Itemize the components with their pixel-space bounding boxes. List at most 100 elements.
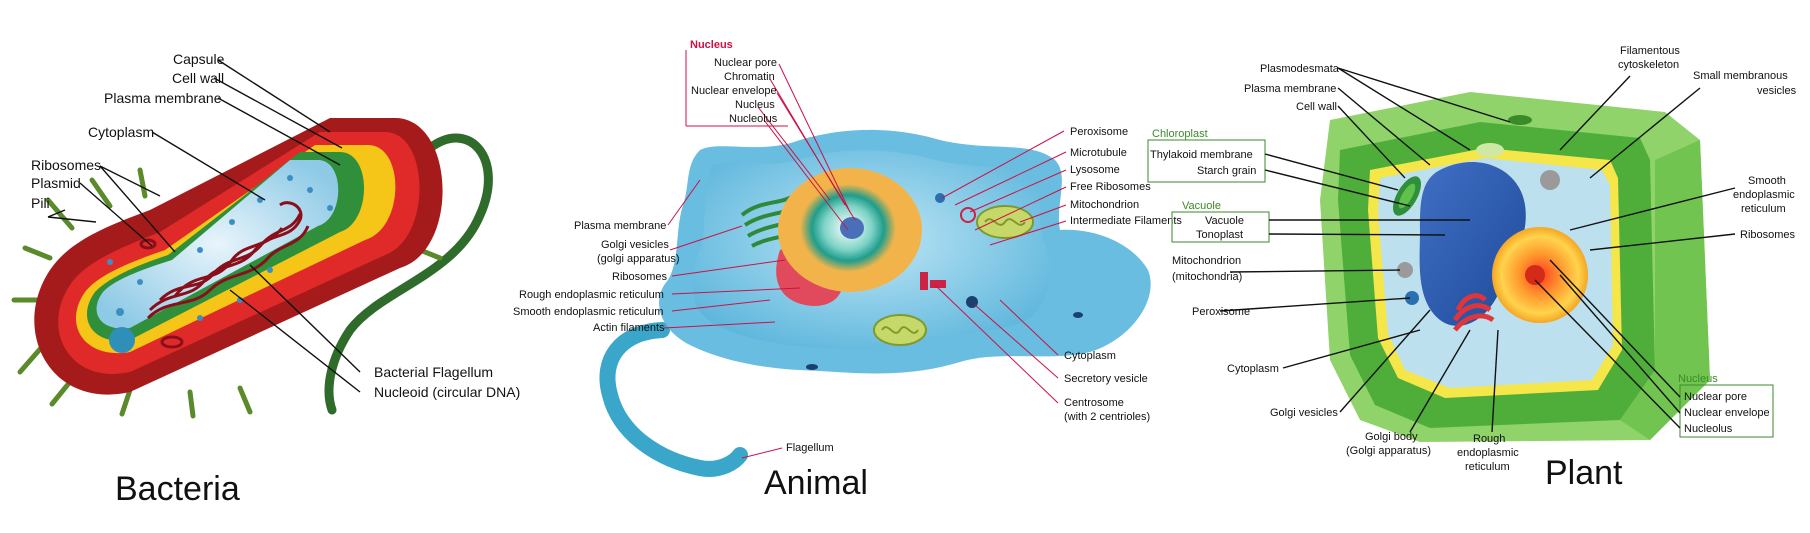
animal-leader-lines (663, 63, 1067, 459)
label-microtubule: Microtubule (1070, 147, 1127, 159)
plant-panel: Plasmodesmata Plasma membrane Cell wall … (1147, 45, 1797, 492)
label-plasmid: Plasmid (31, 175, 81, 191)
label-plant-peroxisome: Peroxisome (1192, 306, 1250, 318)
bacteria-panel: Capsule Cell wall Plasma membrane Cytopl… (11, 51, 520, 508)
label-actin-filaments: Actin filaments (593, 322, 665, 334)
label-nucleolus: Nucleolus (729, 113, 778, 125)
vesicle-shape (1073, 312, 1083, 318)
nucleolus-shape (840, 217, 864, 239)
label-starch-grain: Starch grain (1197, 165, 1256, 177)
label-pili: Pili (31, 195, 50, 211)
label-golgi-apparatus: (golgi apparatus) (597, 253, 680, 265)
heading-chloroplast: Chloroplast (1152, 128, 1208, 140)
label-plant-mitochondria: (mitochondria) (1172, 271, 1242, 283)
plant-side-wall (1620, 140, 1710, 440)
vesicle-shape-grey (1540, 170, 1560, 190)
title-bacteria: Bacteria (115, 470, 240, 508)
label-golgi-body: Golgi body (1365, 431, 1418, 443)
plasmodesmata-shape (1476, 143, 1504, 157)
label-plasmodesmata: Plasmodesmata (1260, 63, 1340, 75)
label-filamentous: Filamentous (1620, 45, 1680, 57)
label-plasma-membrane: Plasma membrane (104, 90, 222, 106)
label-mitochondrion: Mitochondrion (1070, 199, 1139, 211)
label-ribosomes: Ribosomes (31, 157, 101, 173)
label-plant-cell-wall: Cell wall (1296, 101, 1337, 113)
label-centrosome: Centrosome (1064, 397, 1124, 409)
label-animal-ribosomes: Ribosomes (612, 271, 668, 283)
plasmodesmata-shape-2 (1508, 115, 1532, 125)
nucleoid-dna-shape (146, 201, 310, 320)
label-small-membranous: Small membranous (1693, 70, 1788, 82)
animal-panel: Nucleus Nuclear pore Chromatin Nuclear e… (513, 39, 1182, 502)
label-rough-1: Rough (1473, 433, 1505, 445)
plant-brackets (1147, 139, 1774, 438)
label-plant-ribosomes: Ribosomes (1740, 229, 1796, 241)
plant-mitochondrion-shape (1397, 262, 1413, 278)
cytoplasm-shape (96, 160, 339, 329)
label-plant-golgi-apparatus: (Golgi apparatus) (1346, 445, 1431, 457)
plant-leader-lines (1219, 67, 1736, 433)
label-plant-plasma-membrane: Plasma membrane (1244, 83, 1336, 95)
label-tonoplast: Tonoplast (1196, 229, 1243, 241)
label-vesicles: vesicles (1757, 85, 1797, 97)
bacteria-leader-lines (47, 59, 361, 393)
label-cytoplasm: Cytoplasm (88, 124, 154, 140)
label-nuclear-pore: Nuclear pore (714, 57, 777, 69)
label-vacuole: Vacuole (1205, 215, 1244, 227)
peroxisome-shape (935, 193, 945, 203)
label-cytoskeleton: cytoskeleton (1618, 59, 1679, 71)
title-plant: Plant (1545, 454, 1623, 492)
plant-nucleolus-shape (1525, 265, 1545, 285)
label-nuclear-envelope: Nuclear envelope (691, 85, 777, 97)
storage-granule-shape (109, 327, 135, 353)
label-plant-golgi-vesicles: Golgi vesicles (1270, 407, 1338, 419)
heading-plant-nucleus: Nucleus (1678, 373, 1718, 385)
label-rough-2: endoplasmic (1457, 447, 1519, 459)
label-cell-wall: Cell wall (172, 70, 224, 86)
label-intermediate-filaments: Intermediate Filaments (1070, 215, 1182, 227)
label-animal-plasma-membrane: Plasma membrane (574, 220, 666, 232)
label-animal-cytoplasm: Cytoplasm (1064, 350, 1116, 362)
label-lysosome: Lysosome (1070, 164, 1120, 176)
label-chromatin: Chromatin (724, 71, 775, 83)
title-animal: Animal (764, 464, 868, 502)
bacterial-flagellum-shape (324, 133, 493, 415)
label-bacterial-flagellum: Bacterial Flagellum (374, 364, 493, 380)
label-rough-3: reticulum (1465, 461, 1510, 473)
label-capsule: Capsule (173, 51, 225, 67)
label-plant-nuclear-envelope: Nuclear envelope (1684, 407, 1770, 419)
label-plant-nucleolus: Nucleolus (1684, 423, 1733, 435)
label-smooth-1: Smooth (1748, 175, 1786, 187)
label-nucleus: Nucleus (735, 99, 775, 111)
lysosome-shape (960, 207, 976, 223)
label-secretory-vesicle: Secretory vesicle (1064, 373, 1148, 385)
label-plant-mitochondrion: Mitochondrion (1172, 255, 1241, 267)
plasmid-shape (160, 335, 184, 349)
vesicle-shape-2 (806, 364, 818, 370)
mitochondrion-shape-2 (873, 314, 927, 346)
chloroplast-shape (1393, 176, 1421, 216)
label-smooth-3: reticulum (1741, 203, 1786, 215)
label-smooth-er: Smooth endoplasmic reticulum (513, 306, 663, 318)
plant-golgi-shape (1452, 293, 1495, 332)
centrosome-shape (920, 272, 946, 290)
label-animal-flagellum: Flagellum (786, 442, 834, 454)
label-smooth-2: endoplasmic (1733, 189, 1795, 201)
label-free-ribosomes: Free Ribosomes (1070, 181, 1151, 193)
label-golgi-vesicles: Golgi vesicles (601, 239, 669, 251)
plant-peroxisome-shape (1405, 291, 1419, 305)
label-plant-cytoplasm: Cytoplasm (1227, 363, 1279, 375)
nucleus-bracket (685, 50, 788, 127)
mitochondrion-shape (976, 205, 1034, 239)
label-rough-er: Rough endoplasmic reticulum (519, 289, 664, 301)
plasmid-shape-2 (139, 238, 157, 250)
label-centrioles: (with 2 centrioles) (1064, 411, 1150, 423)
animal-flagellum-shape (599, 322, 748, 477)
label-peroxisome: Peroxisome (1070, 126, 1128, 138)
heading-animal-nucleus: Nucleus (690, 39, 733, 51)
label-thylakoid: Thylakoid membrane (1150, 149, 1253, 161)
heading-vacuole: Vacuole (1182, 200, 1221, 212)
label-nucleoid: Nucleoid (circular DNA) (374, 384, 520, 400)
label-plant-nuclear-pore: Nuclear pore (1684, 391, 1747, 403)
